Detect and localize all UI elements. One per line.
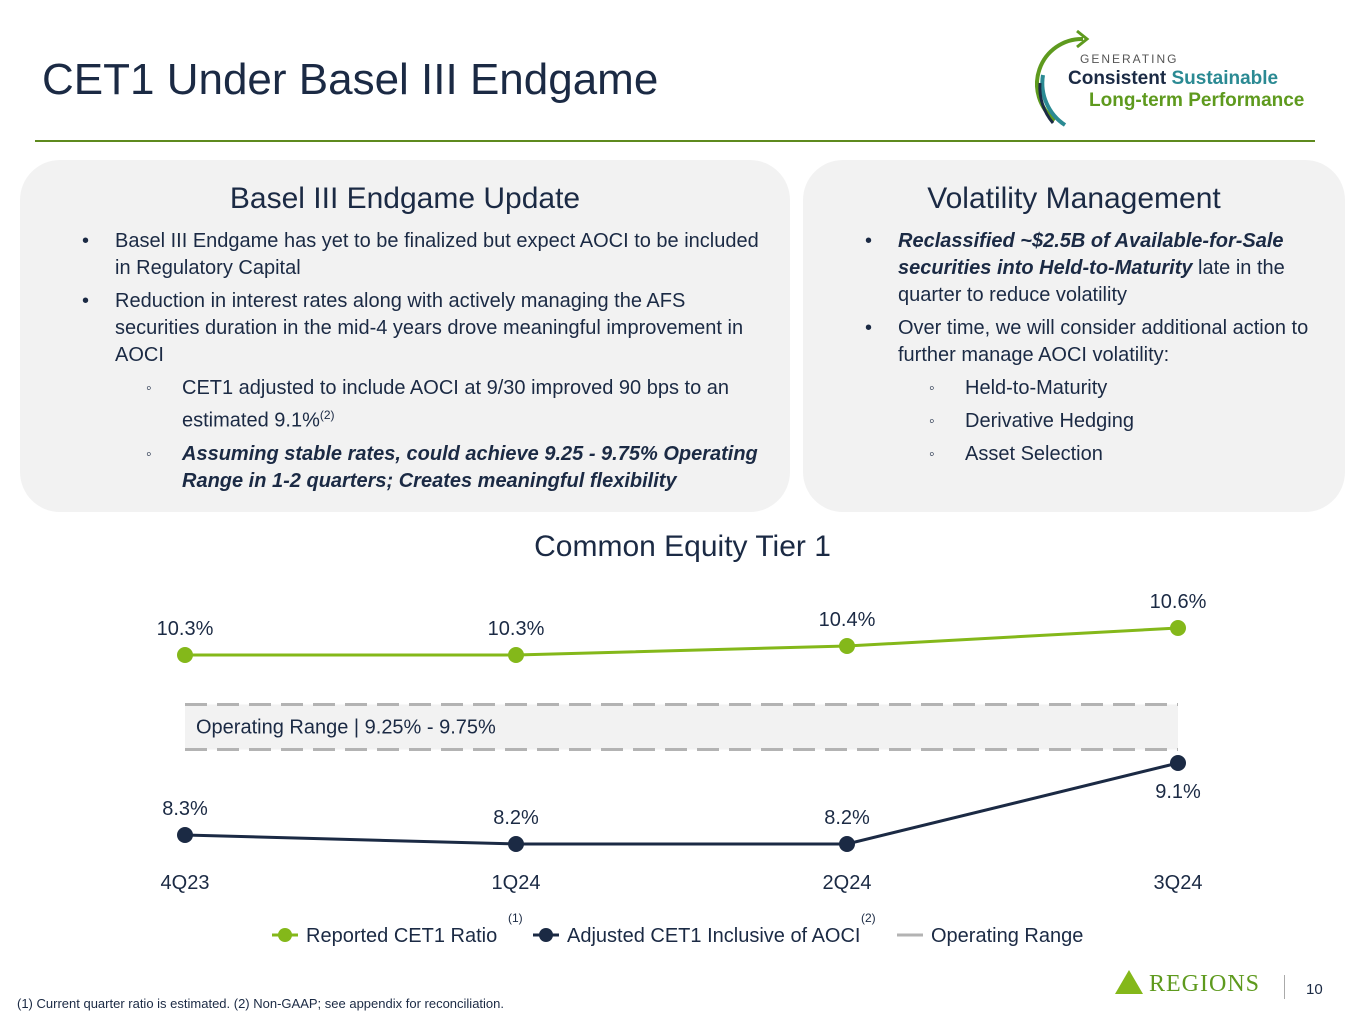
- legend-footnote-ref: (1): [508, 911, 523, 925]
- bullet: Reduction in interest rates along with a…: [20, 288, 790, 369]
- page-number: 10: [1306, 981, 1323, 998]
- data-label: 10.3%: [488, 618, 545, 640]
- series-line-0: [185, 626, 1179, 657]
- data-point: [508, 836, 524, 852]
- logo-sustainable: Sustainable: [1171, 68, 1279, 89]
- sub-bullet: Assuming stable rates, could achieve 9.2…: [20, 441, 790, 495]
- bullet: Basel III Endgame has yet to be finalize…: [20, 228, 790, 282]
- panel-heading: Basel III Endgame Update: [229, 182, 581, 215]
- legend-label: Adjusted CET1 Inclusive of AOCI: [567, 925, 860, 947]
- data-label: 8.2%: [824, 807, 870, 829]
- regions-triangle-icon: [1115, 970, 1143, 994]
- legend-label: Operating Range: [931, 925, 1083, 947]
- tagline-logo: GENERATING Consistent Sustainable Long-t…: [1035, 25, 1325, 130]
- logo-consistent: Consistent: [1068, 68, 1167, 89]
- data-label: 8.3%: [162, 798, 208, 820]
- volatility-panel: Volatility Management Reclassified ~$2.5…: [803, 160, 1345, 512]
- x-tick-label: 4Q23: [161, 872, 210, 894]
- data-point: [1170, 755, 1186, 771]
- footnote-ref: (2): [319, 408, 335, 422]
- data-point: [177, 647, 193, 663]
- sub-bullet: CET1 adjusted to include AOCI at 9/30 im…: [20, 375, 790, 435]
- data-label: 8.2%: [493, 807, 539, 829]
- data-label: 10.6%: [1150, 591, 1207, 613]
- operating-range-band: [185, 704, 1178, 750]
- panel-heading: Volatility Management: [927, 182, 1221, 215]
- sub-bullet: Asset Selection: [803, 441, 1345, 468]
- bullet: Over time, we will consider additional a…: [803, 315, 1345, 369]
- data-label: 10.4%: [819, 609, 876, 631]
- sub-bullet: Held-to-Maturity: [803, 375, 1345, 402]
- data-point: [508, 647, 524, 663]
- logo-line1: Consistent Sustainable: [1068, 68, 1278, 90]
- basel-update-panel: Basel III Endgame Update Basel III Endga…: [20, 160, 790, 512]
- logo-generating: GENERATING: [1080, 52, 1179, 66]
- data-label: 9.1%: [1155, 781, 1201, 803]
- page-separator: [1284, 975, 1285, 999]
- x-tick-label: 3Q24: [1154, 872, 1203, 894]
- chart-title: Common Equity Tier 1: [534, 530, 831, 563]
- sub-bullet: Derivative Hedging: [803, 408, 1345, 435]
- data-point: [1170, 620, 1186, 636]
- sub-bullet-text: CET1 adjusted to include AOCI at 9/30 im…: [182, 377, 729, 432]
- data-point: [839, 638, 855, 654]
- footnote: (1) Current quarter ratio is estimated. …: [17, 996, 504, 1011]
- logo-line2: Long-term Performance: [1089, 90, 1305, 111]
- page-title: CET1 Under Basel III Endgame: [42, 55, 659, 104]
- x-tick-label: 2Q24: [823, 872, 872, 894]
- arrow-arc-icon: [1035, 29, 1090, 127]
- title-divider: [35, 140, 1315, 142]
- legend-swatch-dot: [539, 928, 553, 942]
- series-line-1: [184, 761, 1179, 846]
- bullet-emphasis: Reclassified ~$2.5B of Available-for-Sal…: [898, 230, 1284, 279]
- data-label: 10.3%: [157, 618, 214, 640]
- brand-name: REGIONS: [1149, 971, 1261, 997]
- data-point: [839, 836, 855, 852]
- x-tick-label: 1Q24: [492, 872, 541, 894]
- bullet-text: late in the quarter to reduce volatility: [898, 257, 1285, 306]
- legend-label: Reported CET1 Ratio: [306, 925, 497, 947]
- operating-range-label: Operating Range | 9.25% - 9.75%: [196, 717, 496, 739]
- legend-swatch-dot: [278, 928, 292, 942]
- data-point: [177, 827, 193, 843]
- legend-footnote-ref: (2): [861, 911, 876, 925]
- bullet: Reclassified ~$2.5B of Available-for-Sal…: [803, 228, 1345, 309]
- regions-logo: REGIONS: [1115, 970, 1260, 998]
